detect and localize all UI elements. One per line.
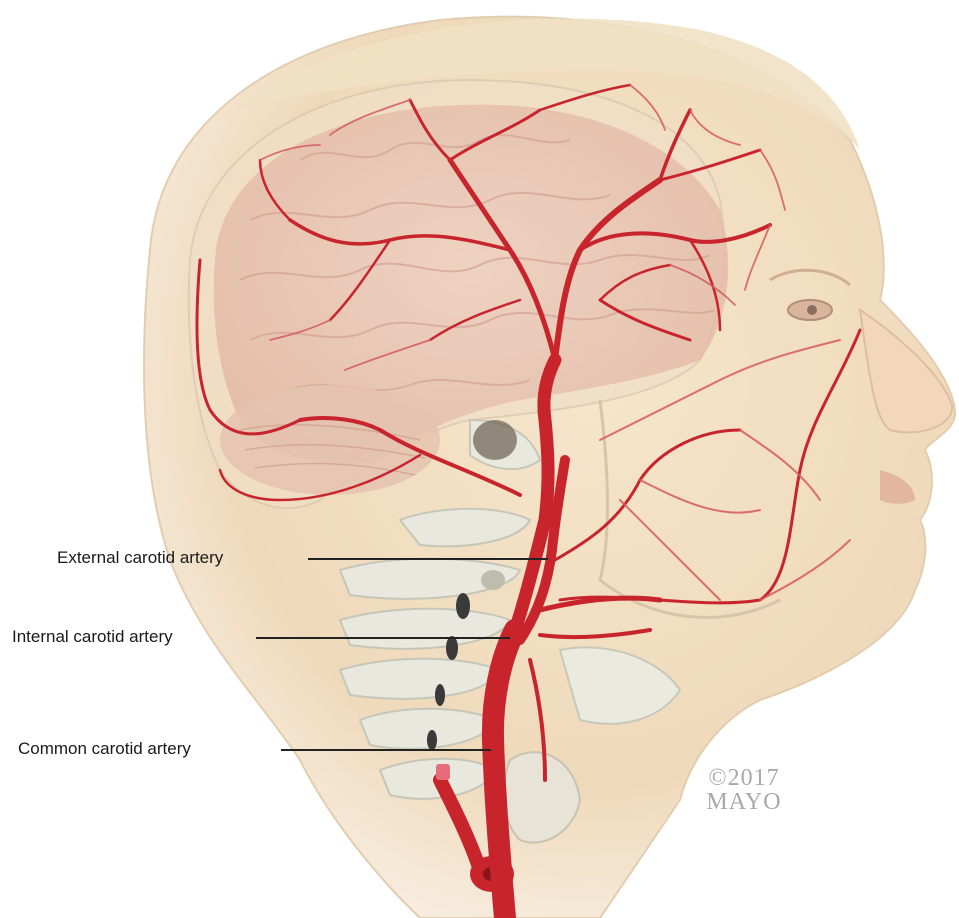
copyright-brand: MAYO: [688, 790, 800, 814]
common-carotid-label: Common carotid artery: [18, 739, 191, 759]
cerebellum: [220, 385, 440, 495]
external-carotid-label: External carotid artery: [57, 548, 223, 568]
common-carotid-leader: [281, 749, 491, 751]
internal-carotid-label: Internal carotid artery: [12, 627, 173, 647]
copyright-year: ©2017: [688, 766, 800, 790]
copyright-mark: ©2017 MAYO: [688, 766, 800, 814]
external-carotid-leader: [308, 558, 548, 560]
internal-carotid-leader: [256, 637, 510, 639]
